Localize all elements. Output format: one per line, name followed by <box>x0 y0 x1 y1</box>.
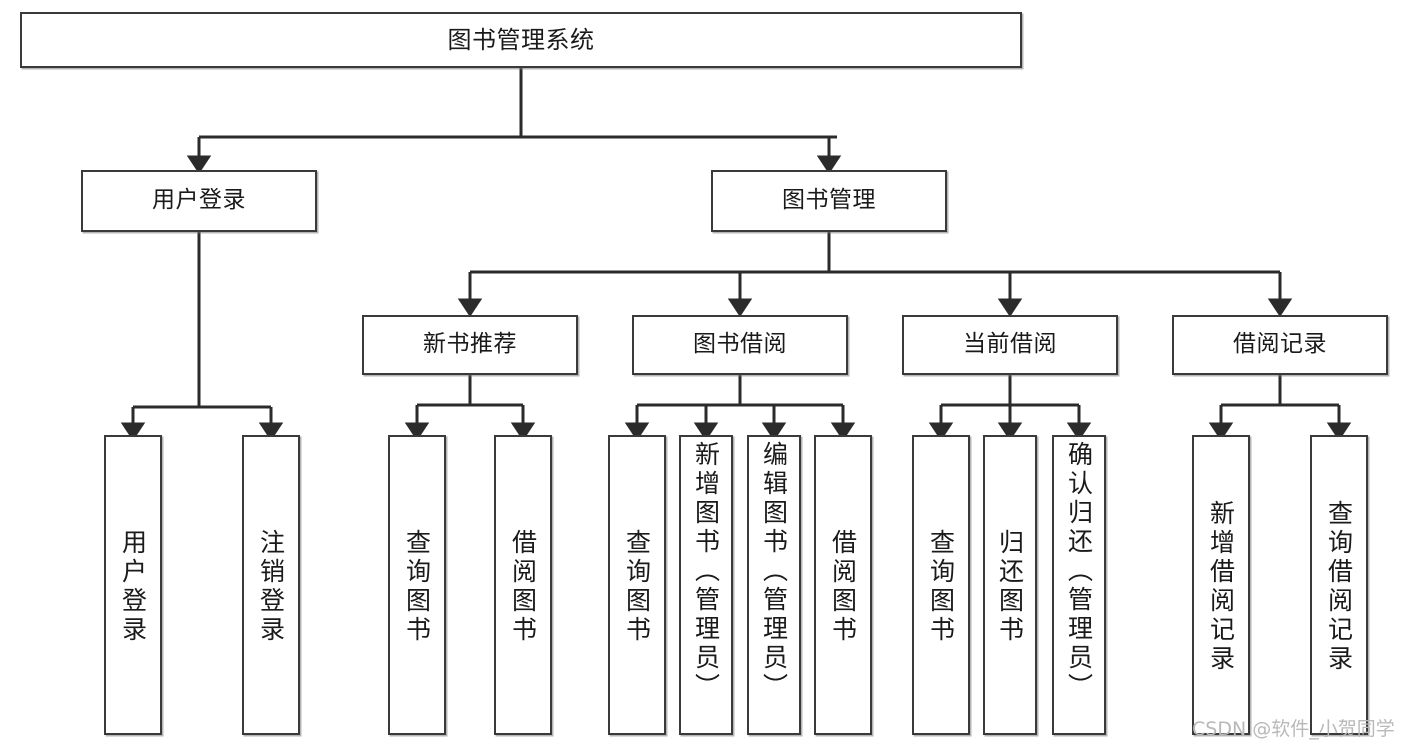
node-leaf-query-record-label: 查询借阅记录 <box>1324 500 1354 674</box>
node-root[interactable]: 图书管理系统 <box>20 12 1022 68</box>
node-leaf-query-book-3[interactable]: 查询图书 <box>912 435 970 735</box>
node-root-label: 图书管理系统 <box>447 25 595 54</box>
node-leaf-user-login-label: 用户登录 <box>118 529 148 645</box>
node-leaf-return-book-label: 归还图书 <box>995 529 1025 645</box>
node-leaf-borrow-book-2-label: 借阅图书 <box>828 529 858 645</box>
node-leaf-user-logout[interactable]: 注销登录 <box>242 435 300 735</box>
node-leaf-confirm-return[interactable]: 确认归还（管理员） <box>1052 435 1106 735</box>
node-borrow-record-label: 借阅记录 <box>1233 331 1327 358</box>
node-book-manage[interactable]: 图书管理 <box>711 170 947 232</box>
node-leaf-borrow-book-2[interactable]: 借阅图书 <box>814 435 872 735</box>
node-book-borrow[interactable]: 图书借阅 <box>632 315 848 375</box>
node-leaf-return-book[interactable]: 归还图书 <box>983 435 1037 735</box>
csdn-watermark: CSDN @软件_小贺同学 <box>1192 718 1395 740</box>
node-leaf-user-logout-label: 注销登录 <box>256 529 286 645</box>
node-new-book-recommend-label: 新书推荐 <box>423 331 517 358</box>
node-leaf-query-book-1[interactable]: 查询图书 <box>388 435 446 735</box>
node-leaf-edit-book-label: 编辑图书（管理员） <box>759 441 789 702</box>
node-leaf-query-book-3-label: 查询图书 <box>926 529 956 645</box>
node-leaf-query-book-1-label: 查询图书 <box>402 529 432 645</box>
node-leaf-borrow-book-1-label: 借阅图书 <box>508 529 538 645</box>
node-leaf-edit-book[interactable]: 编辑图书（管理员） <box>747 435 801 735</box>
node-current-borrow[interactable]: 当前借阅 <box>902 315 1118 375</box>
node-user-login-label: 用户登录 <box>152 187 246 214</box>
node-borrow-record[interactable]: 借阅记录 <box>1172 315 1388 375</box>
node-book-borrow-label: 图书借阅 <box>693 331 787 358</box>
node-leaf-add-book-label: 新增图书（管理员） <box>691 441 721 702</box>
node-current-borrow-label: 当前借阅 <box>963 331 1057 358</box>
node-leaf-query-record[interactable]: 查询借阅记录 <box>1310 435 1368 735</box>
node-leaf-add-book[interactable]: 新增图书（管理员） <box>679 435 733 735</box>
node-book-manage-label: 图书管理 <box>782 187 876 214</box>
node-leaf-confirm-return-label: 确认归还（管理员） <box>1064 441 1094 702</box>
node-leaf-query-book-2[interactable]: 查询图书 <box>608 435 666 735</box>
node-leaf-user-login[interactable]: 用户登录 <box>104 435 162 735</box>
node-leaf-borrow-book-1[interactable]: 借阅图书 <box>494 435 552 735</box>
node-leaf-query-book-2-label: 查询图书 <box>622 529 652 645</box>
node-leaf-add-record[interactable]: 新增借阅记录 <box>1192 435 1250 735</box>
node-new-book-recommend[interactable]: 新书推荐 <box>362 315 578 375</box>
node-leaf-add-record-label: 新增借阅记录 <box>1206 500 1236 674</box>
node-user-login[interactable]: 用户登录 <box>81 170 317 232</box>
